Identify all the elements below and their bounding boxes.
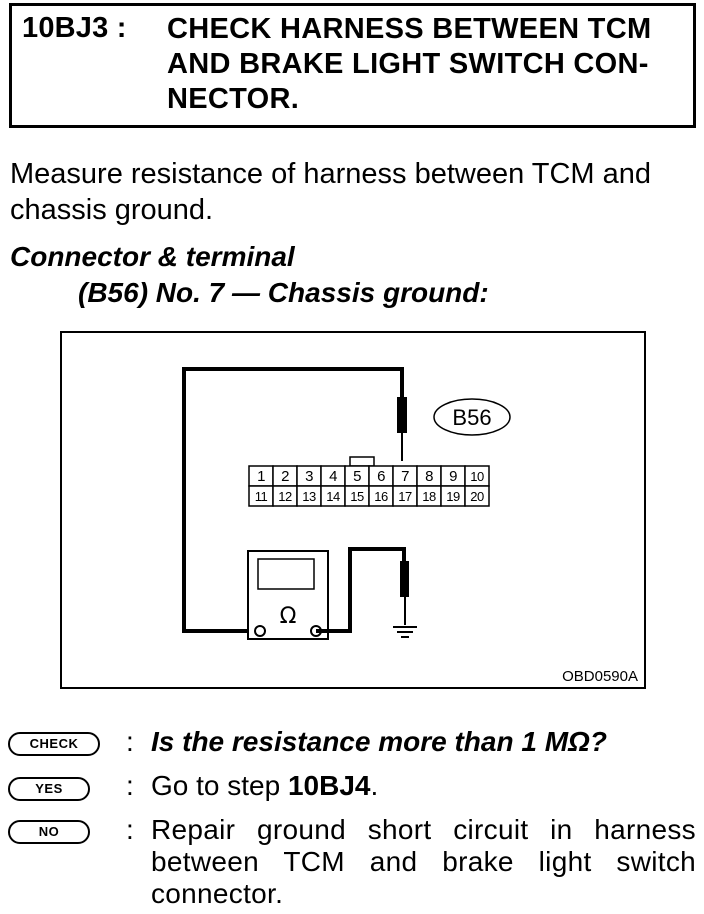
terminal-number: 18 [422,489,436,504]
yes-action: Go to step 10BJ4. [151,770,378,802]
terminal-number: 7 [401,468,409,485]
instruction-text: Measure resistance of harness between TC… [10,158,652,226]
terminal-number: 8 [425,468,433,485]
terminal-number: 2 [281,468,289,485]
yes-text-prefix: Go to step [151,770,288,801]
terminal-number: 13 [302,489,316,504]
terminal-number: 9 [449,468,457,485]
connector-label-bubble [433,398,511,436]
ohm-symbol: Ω [280,604,297,629]
check-colon: : [126,726,134,757]
terminal-number: 11 [255,489,268,504]
no-badge: NO [8,820,90,844]
terminal-number: 4 [329,468,337,485]
no-colon: : [126,814,134,845]
terminal-number: 17 [398,489,412,504]
connector-spec: (B56) No. 7 — Chassis ground: [78,277,489,308]
terminal-number: 20 [470,489,484,504]
terminal-number: 19 [446,489,460,504]
check-badge: CHECK [8,732,100,756]
ohmmeter-display [257,558,315,590]
yes-text-suffix: . [370,770,379,801]
connector-label: B56 [452,405,491,430]
terminal-number: 12 [278,489,292,504]
ground-probe [400,561,409,597]
step-header-box: 10BJ3 : CHECK HARNESS BETWEEN TCM AND BR… [9,3,696,128]
terminal-number: 16 [374,489,388,504]
ground-wire [316,547,406,633]
check-question: Is the resistance more than 1 MΩ? [151,726,607,757]
step-title: CHECK HARNESS BETWEEN TCM AND BRAKE LIGH… [167,13,652,115]
terminal-number: 14 [326,489,340,504]
yes-badge: YES [8,777,90,801]
figure-code: OBD0590A [562,668,638,685]
yes-colon: : [126,770,134,801]
terminal-number: 1 [257,468,265,485]
terminal-number: 15 [350,489,364,504]
probe-wire [182,367,404,633]
yes-step-link: 10BJ4 [287,770,371,801]
step-id: 10BJ3 : [22,12,127,44]
terminal-cell [464,485,490,507]
connector-probe [397,397,407,433]
connector-heading: Connector & terminal [10,241,295,272]
terminal-number: 5 [353,468,361,485]
terminal-number: 10 [470,469,484,484]
terminal-number: 3 [305,468,313,485]
ground-icon [393,626,417,638]
connector-key [349,456,375,467]
no-action: Repair ground short circuit in harness b… [151,814,696,909]
terminal-number: 6 [377,468,385,485]
meter-terminal-left [254,625,266,637]
